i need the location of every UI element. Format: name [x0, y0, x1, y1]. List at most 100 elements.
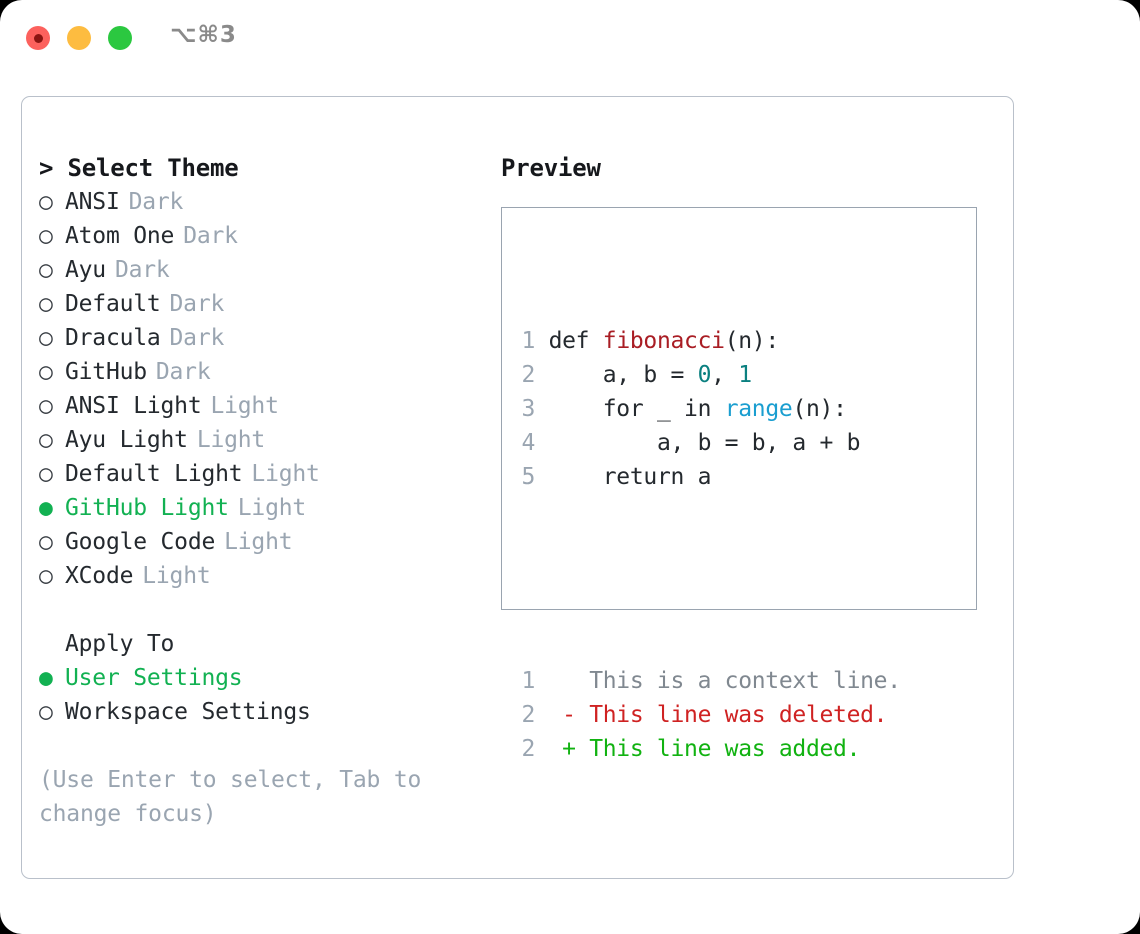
- radio-unselected-icon: ○: [39, 563, 53, 589]
- theme-option-label: Default: [65, 291, 161, 317]
- code-token-plain: def: [548, 328, 603, 354]
- select-theme-header: > Select Theme: [39, 154, 239, 182]
- line-gutter-space: [535, 396, 549, 422]
- diff-line-text: - This line was deleted.: [535, 702, 888, 728]
- theme-option-label: Atom One: [65, 223, 175, 249]
- theme-option-label: Default Light: [65, 461, 243, 487]
- code-line: 2 a, b = 0, 1: [521, 358, 901, 392]
- theme-variant-tag: Dark: [114, 257, 170, 283]
- minimize-button[interactable]: [67, 26, 91, 50]
- radio-unselected-icon: ○: [39, 325, 53, 351]
- theme-option-label: GitHub: [65, 359, 147, 385]
- line-number: 1: [521, 328, 535, 354]
- theme-variant-tag: Light: [196, 427, 266, 453]
- apply-to-option-label: User Settings: [65, 665, 243, 691]
- preview-header: Preview: [501, 154, 601, 182]
- apply-to-list[interactable]: ● User Settings ○ Workspace Settings: [39, 661, 499, 729]
- line-gutter-space: [535, 362, 549, 388]
- code-token-plain: for _ in: [548, 396, 725, 422]
- theme-option-ansi[interactable]: ○ ANSI Dark: [39, 185, 499, 219]
- theme-variant-tag: Light: [237, 495, 307, 521]
- theme-variant-tag: Light: [210, 393, 279, 419]
- code-token-plain: ,: [711, 362, 739, 388]
- theme-option-github-light[interactable]: ● GitHub Light Light: [39, 491, 499, 525]
- line-number: 1: [521, 668, 535, 694]
- line-number: 4: [521, 430, 535, 456]
- line-gutter-space: [535, 430, 549, 456]
- theme-variant-tag: Light: [251, 461, 320, 487]
- code-token-num: 1: [738, 362, 752, 388]
- code-token-num: 0: [697, 362, 712, 388]
- diff-sample: 1 This is a context line.2 - This line w…: [521, 664, 901, 766]
- theme-variant-tag: Dark: [169, 325, 225, 351]
- apply-to-option-label: Workspace Settings: [65, 699, 311, 725]
- radio-selected-icon: ●: [39, 495, 53, 521]
- diff-line-text: + This line was added.: [535, 736, 861, 762]
- theme-option-label: ANSI: [65, 189, 120, 215]
- theme-option-label: Dracula: [65, 325, 161, 351]
- theme-variant-tag: Dark: [183, 223, 238, 249]
- line-number: 2: [521, 702, 535, 728]
- theme-option-github[interactable]: ○ GitHub Dark: [39, 355, 499, 389]
- line-number: 2: [521, 736, 535, 762]
- theme-option-ansi-light[interactable]: ○ ANSI Light Light: [39, 389, 499, 423]
- traffic-lights: [26, 26, 132, 50]
- radio-selected-icon: ●: [39, 665, 53, 691]
- theme-option-label: Ayu: [65, 257, 106, 283]
- code-token-plain: a, b = b, a + b: [548, 430, 861, 456]
- theme-option-label: Google Code: [65, 529, 216, 555]
- line-gutter-space: [535, 464, 549, 490]
- radio-unselected-icon: ○: [39, 427, 53, 453]
- code-token-plain: a, b =: [548, 362, 698, 388]
- line-number: 2: [521, 362, 535, 388]
- theme-variant-tag: Dark: [128, 189, 184, 215]
- code-line: 4 a, b = b, a + b: [521, 426, 901, 460]
- radio-unselected-icon: ○: [39, 393, 53, 419]
- title-bar: ⌥⌘3: [0, 0, 1140, 76]
- theme-option-label: GitHub Light: [65, 495, 229, 521]
- theme-option-label: XCode: [65, 563, 134, 589]
- apply-to-option-user-settings[interactable]: ● User Settings: [39, 661, 499, 695]
- theme-variant-tag: Dark: [155, 359, 211, 385]
- theme-option-ayu[interactable]: ○ Ayu Dark: [39, 253, 499, 287]
- radio-unselected-icon: ○: [39, 257, 53, 283]
- radio-unselected-icon: ○: [39, 359, 53, 385]
- diff-line-text: This is a context line.: [535, 668, 901, 694]
- line-number: 3: [521, 396, 535, 422]
- line-gutter-space: [535, 328, 549, 354]
- keyboard-hint-text: (Use Enter to select, Tab to change focu…: [39, 767, 422, 827]
- diff-line-ctx: 1 This is a context line.: [521, 664, 901, 698]
- apply-to-header: Apply To: [65, 631, 175, 657]
- theme-variant-tag: Light: [224, 529, 293, 555]
- maximize-button[interactable]: [108, 26, 132, 50]
- code-line: 3 for _ in range(n):: [521, 392, 901, 426]
- theme-option-xcode[interactable]: ○ XCode Light: [39, 559, 499, 593]
- diff-line-del: 2 - This line was deleted.: [521, 698, 901, 732]
- line-number: 5: [521, 464, 535, 490]
- preview-column: Preview 1 def fibonacci(n):2 a, b = 0, 1…: [501, 151, 1001, 762]
- code-diff-separator: [521, 562, 901, 596]
- close-button[interactable]: [26, 26, 50, 50]
- theme-option-google-code[interactable]: ○ Google Code Light: [39, 525, 499, 559]
- apply-to-option-workspace-settings[interactable]: ○ Workspace Settings: [39, 695, 499, 729]
- theme-variant-tag: Light: [142, 563, 211, 589]
- theme-option-label: ANSI Light: [65, 393, 202, 419]
- theme-variant-tag: Dark: [169, 291, 225, 317]
- code-token-plain: (n):: [724, 328, 780, 354]
- theme-option-dracula[interactable]: ○ Dracula Dark: [39, 321, 499, 355]
- theme-option-label: Ayu Light: [65, 427, 188, 453]
- theme-option-ayu-light[interactable]: ○ Ayu Light Light: [39, 423, 499, 457]
- radio-unselected-icon: ○: [39, 189, 53, 215]
- radio-unselected-icon: ○: [39, 699, 53, 725]
- code-token-plain: return a: [548, 464, 712, 490]
- radio-unselected-icon: ○: [39, 529, 53, 555]
